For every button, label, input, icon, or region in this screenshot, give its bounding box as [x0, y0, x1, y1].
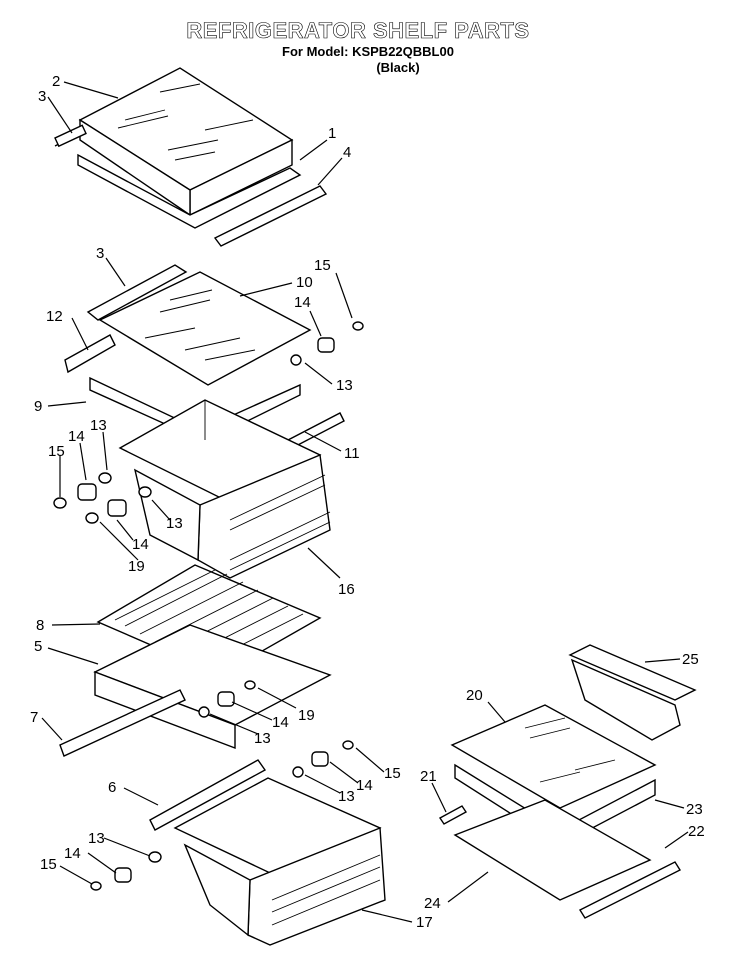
callout-4: 4 [343, 144, 351, 161]
screw-15-left [53, 497, 67, 509]
top-glass-shelf-assembly [54, 67, 328, 247]
callout-3: 3 [38, 88, 46, 105]
callout-25: 25 [682, 651, 699, 668]
callout-13-leftb: 13 [166, 515, 183, 532]
callout-15-low: 15 [384, 765, 401, 782]
crisper-pan-16 [118, 399, 331, 579]
callout-14-bottom: 14 [64, 845, 81, 862]
callout-9: 9 [34, 398, 42, 415]
callout-20: 20 [466, 687, 483, 704]
callout-8: 8 [36, 617, 44, 634]
callout-22: 22 [688, 823, 705, 840]
wire-shelf-assembly [59, 564, 332, 757]
axle-13-low [292, 766, 304, 778]
callout-15-bottom: 15 [40, 856, 57, 873]
callout-16: 16 [338, 581, 355, 598]
callout-21: 21 [420, 768, 437, 785]
callout-14-top: 14 [294, 294, 311, 311]
axle-13-left [98, 472, 112, 484]
callout-13-left: 13 [90, 417, 107, 434]
screw-19-mid [244, 680, 256, 690]
axle-13-bottom [148, 851, 162, 863]
callout-5: 5 [34, 638, 42, 655]
glass-shelf-10 [98, 271, 312, 386]
rail-6 [149, 759, 267, 831]
callout-14-mid: 14 [272, 714, 289, 731]
screw-15-top [352, 321, 364, 331]
page-title: REFRIGERATOR SHELF PARTS [186, 18, 530, 44]
callout-17: 17 [416, 914, 433, 931]
callout-2: 2 [52, 73, 60, 90]
callout-14-left: 14 [68, 428, 85, 445]
frame-24 [453, 799, 652, 901]
callout-7: 7 [30, 709, 38, 726]
screw-19-left [85, 512, 99, 524]
rail-7 [59, 689, 186, 757]
shelf-trim-4 [213, 185, 328, 247]
roller-14-left [77, 483, 97, 501]
color-line: (Black) [376, 60, 420, 75]
axle-13-mid [198, 706, 210, 718]
axle-13-top [290, 354, 302, 366]
frame-5 [93, 624, 332, 726]
roller-14-low [311, 751, 329, 767]
callout-23: 23 [686, 801, 703, 818]
roller-14-left-b [107, 499, 127, 517]
callout-13-low: 13 [338, 788, 355, 805]
callout-6: 6 [108, 779, 116, 796]
door-bin-25-body [570, 658, 681, 741]
glass-shelf-20 [450, 704, 657, 809]
door-bin-25-top [568, 644, 697, 701]
roller-14-bottom [114, 867, 132, 883]
left-hardware [53, 321, 364, 524]
callout-12: 12 [46, 308, 63, 325]
screw-15-low [342, 740, 354, 750]
callout-13-top: 13 [336, 377, 353, 394]
callout-10: 10 [296, 274, 313, 291]
axle-13-left-b [138, 486, 152, 498]
shelf-frame-1 [77, 153, 302, 229]
callout-3b: 3 [96, 245, 104, 262]
trim-21 [438, 805, 468, 825]
callout-11: 11 [344, 445, 360, 462]
callout-1: 1 [328, 125, 336, 142]
shelf-trim-3b [86, 264, 188, 321]
roller-14-mid [217, 691, 235, 707]
callout-19-left: 19 [128, 558, 145, 575]
right-glass-shelf-assembly [438, 704, 681, 919]
door-bin-25 [568, 644, 697, 741]
callout-15-top: 15 [314, 257, 331, 274]
callout-14-leftb: 14 [132, 536, 149, 553]
callout-13-mid: 13 [254, 730, 271, 747]
callout-13-bottom: 13 [88, 830, 105, 847]
trim-22 [579, 861, 681, 919]
callout-24: 24 [424, 895, 441, 912]
leader-lines [41, 81, 689, 923]
callout-19-mid: 19 [298, 707, 315, 724]
shelf-frame-12 [64, 334, 116, 374]
crisper-pan-17-side [183, 843, 251, 937]
callout-14-low: 14 [356, 777, 373, 794]
callout-labels: 2 3 1 4 3 10 15 14 12 13 9 13 14 11 15 1… [30, 73, 705, 931]
screw-15-bottom [90, 881, 102, 891]
callout-15-left: 15 [48, 443, 65, 460]
roller-14-top [317, 337, 335, 353]
crisper-pan-17 [90, 740, 386, 946]
model-line: For Model: KSPB22QBBL00 [282, 44, 454, 59]
